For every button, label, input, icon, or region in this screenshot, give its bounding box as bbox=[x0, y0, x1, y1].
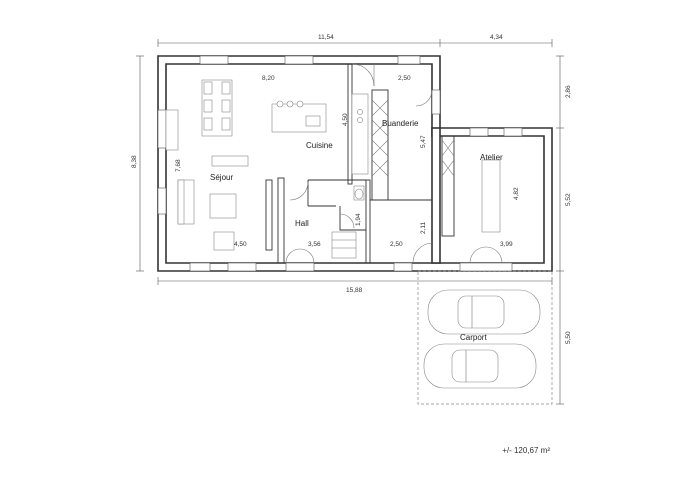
label-sejour: Séjour bbox=[210, 173, 233, 182]
dim-sejour-width: 8,20 bbox=[262, 75, 275, 82]
interior-walls bbox=[265, 63, 455, 264]
car-top bbox=[427, 289, 541, 335]
outer-walls bbox=[157, 55, 553, 272]
dim-right-carport: 5,50 bbox=[565, 331, 572, 344]
dim-buanderie-width: 2,50 bbox=[398, 75, 411, 82]
car-bottom bbox=[423, 343, 537, 389]
doors bbox=[285, 63, 503, 264]
dim-right-top: 2,86 bbox=[565, 85, 572, 98]
dim-top-right: 4,34 bbox=[490, 34, 503, 41]
dim-buanderie-depth: 5,47 bbox=[420, 135, 427, 148]
furniture bbox=[165, 79, 501, 259]
dim-top-left: 11,54 bbox=[318, 34, 334, 41]
dimension-labels: 11,54 4,34 15,88 8,38 2,86 5,52 5,50 8,2… bbox=[131, 34, 572, 344]
room-labels: Séjour Cuisine Buanderie Atelier Hall Ca… bbox=[210, 119, 503, 342]
dim-atelier-width: 3,99 bbox=[500, 241, 513, 248]
dim-left-height: 8,38 bbox=[131, 155, 138, 168]
dim-wc-depth: 1,94 bbox=[355, 213, 362, 226]
label-cuisine: Cuisine bbox=[306, 141, 333, 150]
label-buanderie: Buanderie bbox=[382, 119, 419, 128]
windows bbox=[157, 55, 523, 272]
dim-atelier-depth: 4,82 bbox=[513, 187, 520, 200]
dim-hall-width: 3,56 bbox=[308, 241, 321, 248]
dim-cuisine-depth: 4,50 bbox=[342, 113, 349, 126]
label-hall: Hall bbox=[295, 219, 309, 228]
dim-corridor-depth: 2,11 bbox=[420, 221, 427, 234]
dim-right-middle: 5,52 bbox=[565, 193, 572, 206]
dim-corridor-width: 2,50 bbox=[390, 241, 403, 248]
dim-sejour-depth: 7,68 bbox=[175, 159, 182, 172]
label-atelier: Atelier bbox=[480, 153, 503, 162]
dimension-lines bbox=[136, 39, 564, 405]
carport bbox=[417, 270, 553, 405]
total-area: +/- 120,67 m² bbox=[502, 446, 550, 455]
dim-bottom-total: 15,88 bbox=[346, 287, 363, 294]
label-carport: Carport bbox=[460, 333, 487, 342]
dim-sejour-bottom: 4,50 bbox=[234, 241, 247, 248]
